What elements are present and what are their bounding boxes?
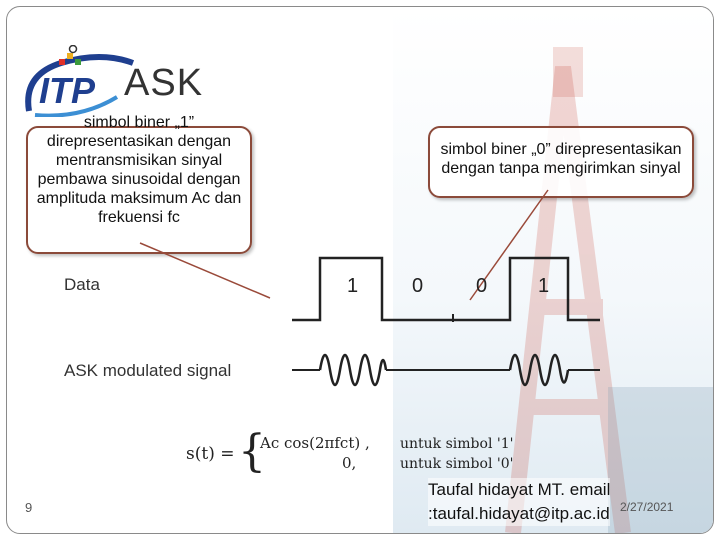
- ask-modulated-signal-label: ASK modulated signal: [64, 361, 232, 380]
- formula-condition-one: untuk simbol '1': [400, 436, 514, 452]
- bit-label: 0: [412, 275, 424, 297]
- data-label: Data: [64, 275, 100, 294]
- formula-brace: {: [238, 426, 266, 477]
- bit-label: 1: [347, 275, 359, 297]
- formula-case-zero: 0,: [342, 454, 357, 472]
- logo-text: ITP: [39, 70, 96, 111]
- author-info: Taufal hidayat MT. email :taufal.hidayat…: [428, 478, 611, 526]
- formula-condition-zero: untuk simbol '0': [400, 456, 514, 472]
- callout-one-pointer: [139, 242, 271, 299]
- formula-case-one: Ac cos(2πfct) ,: [260, 434, 370, 452]
- callout-binary-one: simbol biner „1” direpresentasikan denga…: [26, 114, 252, 254]
- page-number: 9: [25, 500, 33, 515]
- slide-date: 2/27/2021: [620, 500, 674, 514]
- author-name-line: Taufal hidayat MT. email: [428, 480, 611, 499]
- ask-burst-one: [318, 353, 388, 387]
- bit-label: 0: [476, 275, 488, 297]
- itp-logo: ITP: [25, 45, 135, 117]
- ask-burst-two: [508, 353, 570, 387]
- callout-binary-one-text: simbol biner „1” direpresentasikan denga…: [36, 114, 242, 226]
- author-email-line: :taufal.hidayat@itp.ac.id: [428, 504, 610, 523]
- formula-lhs: s(t) =: [186, 444, 235, 464]
- ask-formula: s(t) = { Ac cos(2πfct) , 0, untuk simbol…: [180, 430, 600, 480]
- callout-binary-zero-text: simbol biner „0” direpresentasikan denga…: [440, 141, 682, 177]
- data-square-wave: [292, 256, 600, 322]
- slide: ITP ASK simbol biner „1” direpresentasik…: [6, 6, 714, 534]
- callout-zero-pointer: [469, 189, 549, 301]
- bit-label: 1: [538, 275, 550, 297]
- slide-title: ASK: [124, 62, 204, 104]
- tower-background-image: [393, 7, 713, 533]
- callout-binary-zero: simbol biner „0” direpresentasikan denga…: [428, 126, 694, 198]
